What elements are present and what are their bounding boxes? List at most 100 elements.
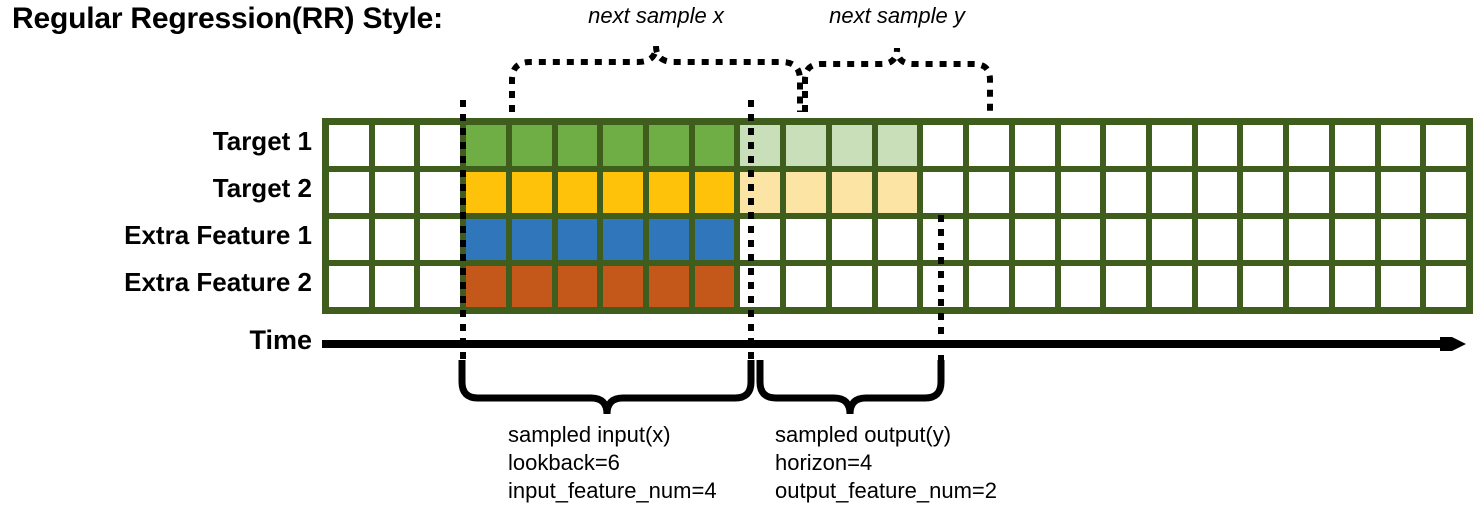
grid-cell-empty [1103, 122, 1149, 169]
grid-cell-input [508, 216, 555, 263]
grid-cell-input [554, 216, 601, 263]
grid-cell-empty [371, 169, 418, 216]
grid-cell-empty [1423, 169, 1469, 216]
annotation-input-line-1: sampled input(x) [508, 422, 671, 447]
grid-cell-output [828, 122, 875, 169]
grid-cell-empty [1240, 169, 1287, 216]
time-axis-label: Time [249, 325, 312, 355]
grid-cell-input [508, 263, 555, 310]
top-brace-next-sample-y [802, 47, 993, 112]
timeseries-grid [322, 118, 1473, 314]
grid-cell-empty [371, 263, 418, 310]
grid-cell-input [646, 263, 692, 310]
grid-cell-empty [874, 263, 921, 310]
grid-cell-empty [737, 263, 784, 310]
grid-cell-input [646, 169, 692, 216]
grid-cell-empty [1286, 169, 1332, 216]
grid-cell-output [737, 169, 784, 216]
grid-cell-empty [1148, 216, 1195, 263]
grid-cell-empty [1103, 263, 1149, 310]
grid-cell-empty [874, 216, 921, 263]
grid-cell-empty [1240, 263, 1287, 310]
grid-cell-empty [1194, 122, 1241, 169]
row-label-target-2: Target 2 [212, 173, 312, 203]
time-axis-arrow [322, 337, 1466, 351]
row-label-extra-feature-1: Extra Feature 1 [124, 220, 312, 250]
annotation-output-line-2: horizon=4 [775, 450, 873, 475]
grid-cell-output [874, 169, 921, 216]
grid-cell-empty [1057, 263, 1104, 310]
grid-cell-empty [1331, 169, 1378, 216]
grid-cell-empty [1194, 216, 1241, 263]
grid-cell-empty [1103, 169, 1149, 216]
grid-cell-empty [737, 216, 784, 263]
grid-cell-input [646, 216, 692, 263]
grid-cell-empty [1057, 122, 1104, 169]
annotation-input-line-3: input_feature_num=4 [508, 478, 717, 503]
grid-cell-empty [828, 263, 875, 310]
grid-cell-input [600, 216, 647, 263]
row-label-target-1: Target 1 [212, 126, 312, 156]
annotation-output-line-1: sampled output(y) [775, 422, 952, 447]
grid-cell-empty [966, 263, 1012, 310]
grid-cell-empty [1103, 216, 1149, 263]
grid-cell-empty [1423, 263, 1469, 310]
grid-cell-empty [1057, 216, 1104, 263]
grid-cell-input [463, 122, 509, 169]
grid-cell-empty [783, 216, 829, 263]
grid-cell-empty [1377, 122, 1424, 169]
grid-cell-output [874, 122, 921, 169]
grid-cell-empty [1148, 122, 1195, 169]
grid-cell-empty [1011, 216, 1058, 263]
grid-cell-empty [326, 263, 372, 310]
annotation-output-line-3: output_feature_num=2 [775, 478, 998, 503]
grid-cell-output [783, 169, 829, 216]
grid-cell-input [554, 263, 601, 310]
bottom-brace-sampled-output [756, 360, 945, 415]
grid-cell-empty [1423, 122, 1469, 169]
grid-cell-output [783, 122, 829, 169]
grid-cell-empty [1240, 122, 1287, 169]
grid-cell-empty [1194, 263, 1241, 310]
grid-cell-input [600, 169, 647, 216]
grid-cell-empty [1377, 169, 1424, 216]
grid-cell-empty [1240, 216, 1287, 263]
annotation-sampled-input: sampled input(x) lookback=6 input_featur… [508, 421, 717, 505]
grid-cell-empty [1423, 216, 1469, 263]
grid-cell-input [508, 169, 555, 216]
grid-cell-empty [1377, 263, 1424, 310]
row-label-extra-feature-2: Extra Feature 2 [124, 267, 312, 297]
grid-cell-input [691, 169, 738, 216]
grid-cell-empty [326, 169, 372, 216]
grid-cell-empty [417, 216, 464, 263]
grid-cell-empty [966, 122, 1012, 169]
grid-cell-empty [920, 169, 967, 216]
grid-cell-input [646, 122, 692, 169]
grid-cell-empty [417, 263, 464, 310]
grid-cell-empty [828, 216, 875, 263]
grid-cell-input [691, 216, 738, 263]
grid-cell-empty [1057, 169, 1104, 216]
annotation-sampled-output: sampled output(y) horizon=4 output_featu… [775, 421, 997, 505]
row-label-column: Target 1 Target 2 Extra Feature 1 Extra … [0, 118, 312, 306]
grid-cell-input [691, 263, 738, 310]
grid-cell-output [828, 169, 875, 216]
grid-cell-output [737, 122, 784, 169]
grid-cell-empty [371, 216, 418, 263]
grid-cell-empty [371, 122, 418, 169]
page-title: Regular Regression(RR) Style: [12, 2, 443, 35]
grid-cell-empty [1286, 122, 1332, 169]
grid-cell-empty [920, 216, 967, 263]
grid-cell-empty [326, 122, 372, 169]
grid-cell-empty [1148, 169, 1195, 216]
grid-cell-empty [1331, 263, 1378, 310]
grid-cell-empty [1148, 263, 1195, 310]
grid-cell-input [691, 122, 738, 169]
grid-cell-empty [920, 263, 967, 310]
grid-cell-input [463, 216, 509, 263]
caption-next-sample-x: next sample x [588, 3, 724, 28]
grid-cell-input [463, 263, 509, 310]
grid-cell-input [554, 169, 601, 216]
grid-cell-input [554, 122, 601, 169]
